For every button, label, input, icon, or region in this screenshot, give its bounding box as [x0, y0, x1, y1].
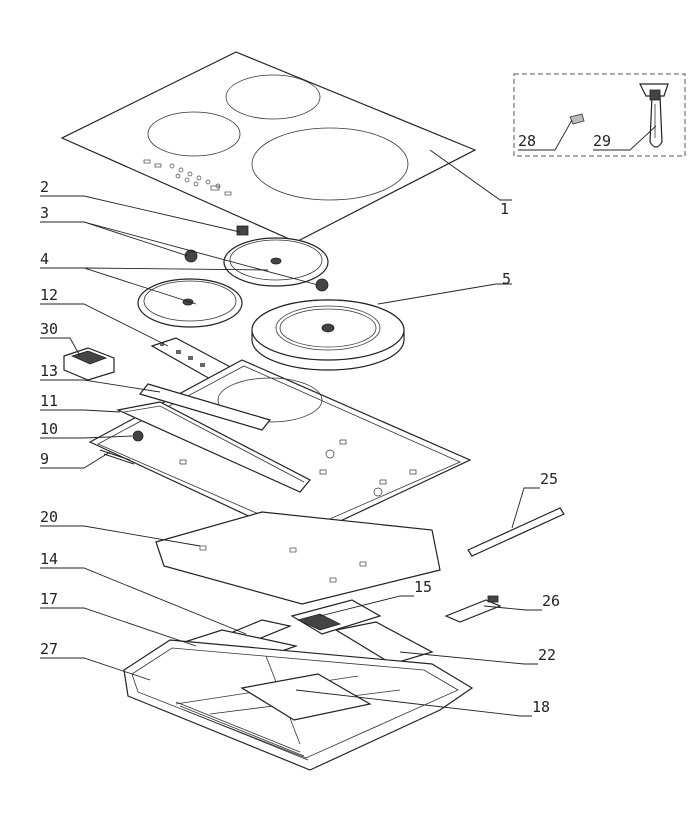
part-18-base-tray: [240, 673, 372, 721]
callout-12: 12: [40, 286, 58, 304]
callout-25: 25: [540, 470, 558, 488]
part-29-bracket: [639, 83, 669, 148]
callout-15: 15: [414, 578, 432, 596]
callout-18: 18: [532, 698, 550, 716]
accessory-inset: [513, 73, 686, 157]
part-25-rod: [467, 507, 565, 557]
callout-11: 11: [40, 392, 58, 410]
callout-9: 9: [40, 450, 49, 468]
part-4-coil: [137, 278, 243, 328]
callout-5: 5: [502, 270, 511, 288]
part-10-plug: [132, 430, 144, 442]
callout-29: 29: [593, 132, 611, 150]
part-15-board: [290, 599, 382, 635]
part-13-channel: [138, 383, 272, 431]
callout-numbers: 1 2 3 4 5 12 30 13 11 10 9 25 20 14 15 1…: [40, 132, 611, 716]
callout-3: 3: [40, 204, 49, 222]
leader-lines: [40, 149, 542, 717]
part-22-insulation: [334, 621, 434, 665]
callout-26: 26: [542, 592, 560, 610]
callout-30: 30: [40, 320, 58, 338]
callout-27: 27: [40, 640, 58, 658]
callout-14: 14: [40, 550, 58, 568]
part-11-rail: [116, 401, 311, 493]
callout-2: 2: [40, 178, 49, 196]
part-5-large-coil: [251, 299, 405, 371]
callout-28: 28: [518, 132, 536, 150]
callout-10: 10: [40, 420, 58, 438]
part-3-thermistors: [184, 249, 329, 292]
callout-17: 17: [40, 590, 58, 608]
callout-4: 4: [40, 250, 49, 268]
part-20-shield: [155, 511, 441, 605]
coil-upper: [223, 237, 329, 287]
part-26-bracket: [444, 595, 502, 623]
part-30-module: [63, 347, 115, 381]
callout-22: 22: [538, 646, 556, 664]
callout-20: 20: [40, 508, 58, 526]
callout-13: 13: [40, 362, 58, 380]
part-1-glass-top: [60, 51, 477, 243]
part-28-clip: [569, 113, 585, 125]
callout-1: 1: [500, 200, 509, 218]
part-2-sensor: [236, 225, 249, 236]
